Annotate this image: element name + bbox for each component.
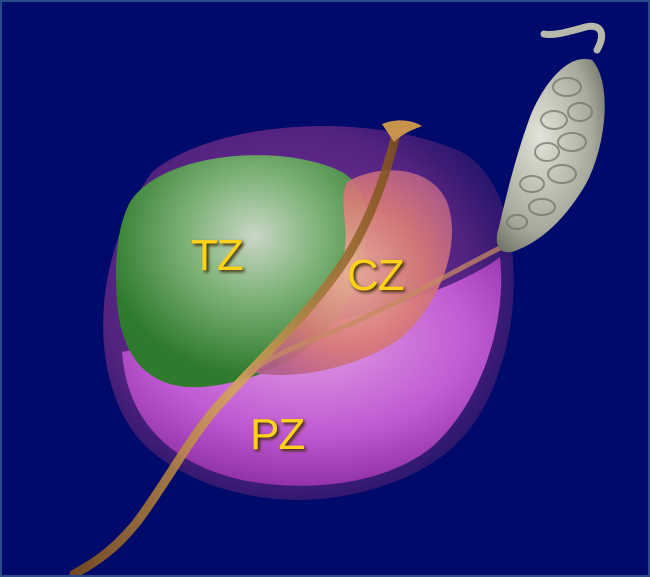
seminal-vesicle-tail [544, 26, 602, 50]
transition-zone-label: TZ [191, 234, 243, 278]
peripheral-zone-label: PZ [250, 413, 304, 457]
central-zone-label: CZ [347, 254, 404, 298]
seminal-vesicle [497, 59, 605, 252]
